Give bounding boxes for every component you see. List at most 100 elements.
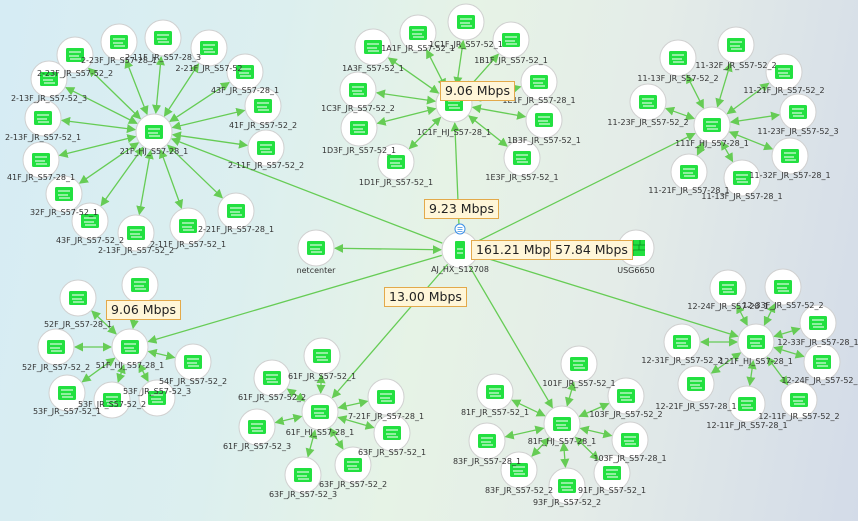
switch-node[interactable] [284,456,322,494]
switch-node[interactable] [253,359,291,397]
switch-node[interactable] [121,266,159,304]
node-label: 41F_JR_S57-28_1 [7,173,75,182]
bandwidth-label: 13.00 Mbps [384,287,467,307]
core-info-icon[interactable] [454,223,466,235]
node-label: 91F_JR_S57-52_1 [578,486,646,495]
switch-node[interactable] [226,53,264,91]
switch-node[interactable] [503,139,541,177]
link [100,146,144,207]
switch-icon [809,316,827,330]
switch-node[interactable] [56,36,94,74]
hub-switch-node[interactable] [135,113,173,151]
switch-node[interactable] [803,343,841,381]
switch-node[interactable] [190,29,228,67]
switch-node[interactable] [476,373,514,411]
switch-node[interactable] [174,343,212,381]
switch-node[interactable] [607,377,645,415]
link [453,39,467,87]
switch-node[interactable] [339,71,377,109]
switch-node[interactable] [779,93,817,131]
switch-node[interactable] [500,451,538,489]
switch-node[interactable] [217,192,255,230]
link [504,425,545,440]
hub-switch-node[interactable] [111,328,149,366]
switch-node[interactable] [24,99,62,137]
switch-node[interactable] [771,137,809,175]
switch-node[interactable] [663,323,701,361]
node-label: 52F_JR_S57-28_1 [44,320,112,329]
switch-node[interactable] [525,101,563,139]
switch-node[interactable] [764,268,802,306]
switch-node[interactable] [520,63,558,101]
switch-node[interactable] [548,467,586,505]
hub-switch-node[interactable] [301,393,339,431]
node-label: 61F_JR_S57-52_3 [223,442,291,451]
switch-node[interactable] [593,454,631,492]
switch-node[interactable] [717,26,755,64]
link [60,116,137,134]
switch-node[interactable] [670,153,708,191]
link [565,381,576,407]
switch-node[interactable] [629,83,667,121]
link [286,388,306,402]
switch-node[interactable] [303,337,341,375]
switch-node[interactable] [340,109,378,147]
switch-node[interactable] [247,129,285,167]
hub-switch-node[interactable] [693,106,731,144]
node-label: 1C3F_JR_S57-52_2 [321,104,395,113]
switch-node[interactable] [447,3,485,41]
switch-node[interactable] [373,414,411,452]
switch-node[interactable] [59,279,97,317]
switch-node[interactable] [37,328,75,366]
switch-node[interactable] [377,143,415,181]
switch-node[interactable] [93,381,131,419]
switch-node[interactable] [728,385,766,423]
switch-icon [349,83,367,97]
switch-icon [313,349,331,363]
link [91,310,117,335]
switch-node[interactable] [238,408,276,446]
switch-node[interactable] [244,87,282,125]
switch-icon [535,113,553,127]
switch-node[interactable] [492,21,530,59]
switch-node[interactable] [138,379,176,417]
switch-node[interactable] [677,365,715,403]
switch-node[interactable] [297,229,335,267]
switch-node[interactable] [709,269,747,307]
link [559,442,570,468]
switch-node[interactable] [334,446,372,484]
switch-node[interactable] [354,28,392,66]
switch-node[interactable] [468,422,506,460]
switch-node[interactable] [399,14,437,52]
switch-node[interactable] [560,345,598,383]
switch-node[interactable] [169,207,207,245]
link [686,74,704,109]
link [329,427,344,450]
link [158,149,184,209]
switch-node[interactable] [71,202,109,240]
link [695,141,706,156]
switch-node[interactable] [367,378,405,416]
switch-node[interactable] [765,53,803,91]
switch-node[interactable] [45,175,83,213]
hub-switch-node[interactable] [543,405,581,443]
switch-node[interactable] [100,23,138,61]
switch-node[interactable] [117,214,155,252]
switch-icon [673,335,691,349]
hub-switch-node[interactable] [737,323,775,361]
node-label: 2-21F_JR_S57-28_1 [198,225,274,234]
link [375,89,437,105]
switch-node[interactable] [799,304,837,342]
switch-node[interactable] [611,421,649,459]
switch-node[interactable] [659,39,697,77]
switch-icon [790,393,808,407]
switch-node[interactable] [723,159,761,197]
switch-node[interactable] [780,381,818,419]
switch-node[interactable] [48,374,86,412]
switch-node[interactable] [144,19,182,57]
link [531,437,550,457]
switch-node[interactable] [22,141,60,179]
switch-node[interactable] [30,60,68,98]
bandwidth-label: 9.06 Mbps [106,300,181,320]
